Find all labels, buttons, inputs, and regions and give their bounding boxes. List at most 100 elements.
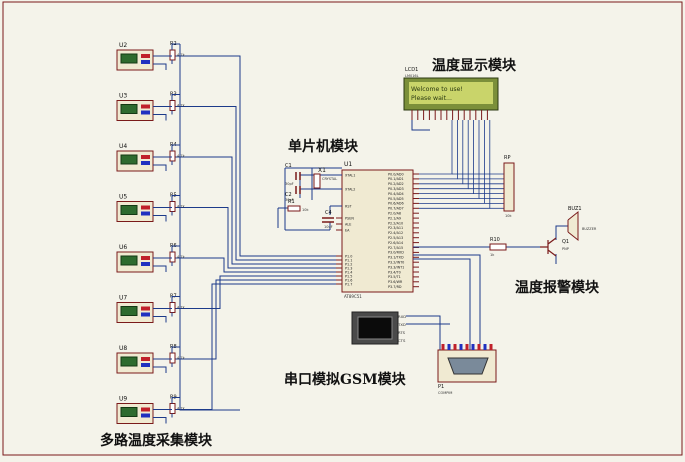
lcd-line-1: Welcome to use! <box>411 86 463 93</box>
mcu-right-pin: P0.2/AD2 <box>388 182 404 186</box>
mcu-right-pin: P0.7/AD7 <box>388 207 404 211</box>
mcu-right-pin: P2.4/A12 <box>388 231 403 235</box>
mcu-right-pin: P2.3/A11 <box>388 226 403 230</box>
lcd-line-2: Please wait... <box>411 95 452 102</box>
sensor-display <box>120 205 138 215</box>
sensor-display <box>120 407 138 417</box>
lcd-module[interactable]: LCD1 LM016L Welcome to use! Please wait.… <box>403 67 499 111</box>
sensor-ref: U5 <box>119 194 127 201</box>
resistor-val: 4.7k <box>177 104 186 108</box>
q1-ref: Q1 <box>562 239 569 245</box>
terminal-pin-cts: CTS <box>398 338 406 343</box>
title-alarm-module: 温度报警模块 <box>515 279 600 296</box>
pullup-resistor[interactable] <box>169 403 176 414</box>
lcd-ref: LCD1 <box>405 67 418 73</box>
r10-val: 1k <box>490 253 495 257</box>
mcu-part: AT89C51 <box>344 294 362 299</box>
mcu-right-pin: P0.4/AD4 <box>388 192 404 196</box>
virtual-terminal[interactable]: RXD TXD RTS CTS <box>351 311 406 345</box>
rp-val: 10k <box>505 214 512 218</box>
pullup-resistor[interactable] <box>169 302 176 313</box>
mcu-left-pin: P1.0 <box>345 254 352 258</box>
sensor-ref: U7 <box>119 295 127 302</box>
transistor-q1[interactable]: Q1 PNP <box>540 237 569 257</box>
capacitor-c1[interactable]: C1 30pF <box>285 163 301 186</box>
terminal-screen <box>357 316 393 340</box>
terminal-pin-rts: RTS <box>398 330 406 335</box>
title-display-module: 温度显示模块 <box>432 57 517 74</box>
crystal-x1[interactable]: X1 CRYSTAL <box>313 167 337 189</box>
mcu-right-pin: P3.4/T0 <box>388 270 401 274</box>
sensor-display <box>120 356 138 367</box>
pullup-resistor[interactable] <box>169 251 176 263</box>
r1-val: 10k <box>302 208 309 212</box>
mcu-left-pin: P1.3 <box>345 266 352 270</box>
pullup-resistor[interactable] <box>169 100 176 111</box>
pullup-resistor[interactable] <box>169 352 176 364</box>
mcu-right-pin: P3.3/INT1 <box>388 265 404 269</box>
resistor-val: 4.7k <box>177 53 186 57</box>
r10-ref: R10 <box>490 237 500 243</box>
mcu-left-pin: P1.6 <box>345 278 352 282</box>
resistor-val: 4.7k <box>177 306 186 310</box>
mcu-right-pin: P0.6/AD6 <box>388 202 404 206</box>
resistor-val: 4.7k <box>177 255 186 259</box>
sensor-ref: U2 <box>119 42 127 49</box>
capacitor-c2[interactable]: C2 30pF <box>285 186 301 202</box>
mcu-chip[interactable]: U1 AT89C51 XTAL1XTAL2RSTPSENALEEAP1.0P1.… <box>336 161 419 299</box>
mcu-left-pin: RST <box>345 204 353 208</box>
cap-c1-val: 30pF <box>285 182 294 186</box>
serial-port-p1[interactable]: P1 COMPIM <box>437 349 497 395</box>
cap-c4-val: 10uF <box>324 225 333 229</box>
pullup-resistor[interactable] <box>169 49 176 61</box>
mcu-left-pin: P1.7 <box>345 282 352 286</box>
pullup-resistor[interactable] <box>169 150 176 162</box>
resistor-val: 4.7k <box>177 407 186 411</box>
mcu-ref: U1 <box>344 161 352 168</box>
sensor-display <box>120 104 138 114</box>
mcu-right-pin: P3.1/TXD <box>388 256 404 260</box>
buzzer-buz1[interactable]: BUZ1 BUZZER <box>567 206 597 242</box>
sensor-ref: U3 <box>119 93 127 100</box>
sensor-ref: U4 <box>119 143 127 150</box>
q1-part: PNP <box>562 247 569 251</box>
resistor-r1[interactable]: R1 10k <box>287 199 309 212</box>
mcu-right-pin: P3.0/RXD <box>388 251 404 255</box>
crystal-ref: X1 <box>318 167 326 174</box>
r1-ref: R1 <box>288 199 295 205</box>
lcd-screen <box>409 82 493 104</box>
title-mcu-module: 单片机模块 <box>288 138 359 155</box>
title-gsm-module: 串口模拟GSM模块 <box>284 371 407 388</box>
mcu-left-pin: XTAL2 <box>345 187 355 191</box>
mcu-right-pin: P0.5/AD5 <box>388 197 404 201</box>
mcu-right-pin: P3.6/WR <box>388 280 403 284</box>
sensor-display <box>120 255 138 266</box>
buzzer-part: BUZZER <box>582 227 597 231</box>
port-ref: P1 <box>438 384 444 390</box>
mcu-right-pin: P0.1/AD1 <box>388 177 404 181</box>
resistor-pack-rp[interactable]: RP 10k <box>503 155 515 218</box>
sensor-display <box>120 53 138 64</box>
resistor-r10[interactable]: R10 1k <box>489 237 507 257</box>
cap-c4-ref: C4 <box>325 210 332 216</box>
mcu-right-pin: P0.0/AD0 <box>388 172 404 176</box>
resistor-val: 4.7k <box>177 356 186 360</box>
capacitor-c4[interactable]: C4 10uF <box>322 210 334 229</box>
pullup-resistor[interactable] <box>169 201 176 212</box>
mcu-left-pin: P1.5 <box>345 274 352 278</box>
buzzer-ref: BUZ1 <box>568 206 582 212</box>
mcu-left-pin: P1.1 <box>345 258 352 262</box>
mcu-right-pin: P2.7/A15 <box>388 246 403 250</box>
cap-c2-ref: C2 <box>285 192 292 198</box>
